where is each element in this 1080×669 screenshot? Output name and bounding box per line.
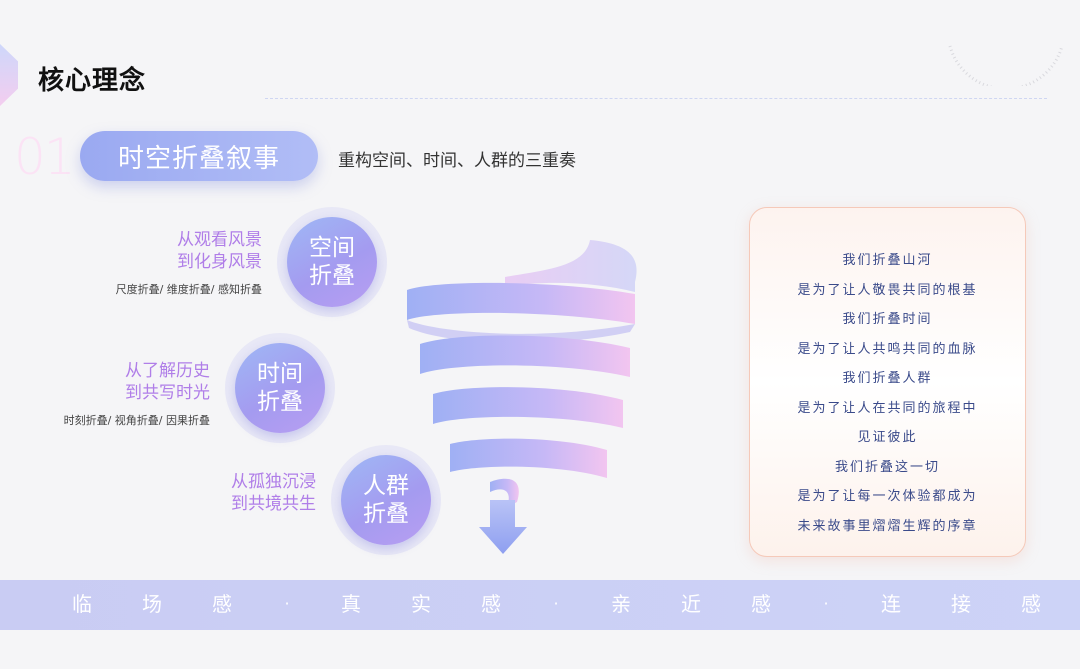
poem-lines: 我们折叠山河 是为了让人敬畏共同的根基 我们折叠时间 是为了让人共鸣共同的血脉 … bbox=[750, 246, 1025, 541]
fold-crowd-circle-line1: 人群 bbox=[363, 473, 409, 499]
section-title: 时空折叠叙事 bbox=[117, 143, 280, 174]
band-char: 近 bbox=[681, 592, 701, 616]
band-char: 亲 bbox=[611, 592, 631, 616]
fold-space-line1: 从观看风景 bbox=[177, 230, 262, 250]
spiral-ribbon-illustration bbox=[407, 240, 637, 554]
band-char: 连 bbox=[881, 592, 901, 616]
fold-crowd-circle-line2: 折叠 bbox=[363, 501, 409, 527]
fold-space-circle-line1: 空间 bbox=[309, 235, 355, 261]
title-divider bbox=[265, 98, 1047, 99]
fold-time-tags: 时刻折叠/ 视角折叠/ 因果折叠 bbox=[63, 414, 210, 427]
poem-line: 我们折叠这一切 bbox=[834, 459, 940, 475]
band-char: 场 bbox=[142, 592, 162, 616]
band-char: 感 bbox=[481, 592, 501, 616]
fold-space-tags: 尺度折叠/ 维度折叠/ 感知折叠 bbox=[115, 283, 262, 296]
fold-crowd-text: 从孤独沉浸 到共境共生 bbox=[231, 471, 316, 515]
poem-line: 未来故事里熠熠生辉的序章 bbox=[797, 518, 978, 534]
band-separator: · bbox=[553, 594, 559, 613]
band-char: 感 bbox=[212, 592, 232, 616]
fold-crowd-circle: 人群 折叠 bbox=[331, 445, 441, 555]
band-char: 感 bbox=[751, 592, 771, 616]
poem-line: 是为了让人共鸣共同的血脉 bbox=[797, 341, 978, 357]
poem-line: 是为了让人敬畏共同的根基 bbox=[797, 282, 978, 298]
band-char: 感 bbox=[1021, 592, 1041, 616]
band-char: 实 bbox=[411, 592, 431, 616]
poem-line: 是为了让人在共同的旅程中 bbox=[797, 400, 978, 416]
poem-line: 我们折叠山河 bbox=[842, 253, 933, 268]
poem-line: 我们折叠时间 bbox=[842, 312, 933, 327]
section-title-pill: 时空折叠叙事 bbox=[80, 131, 318, 181]
fold-time-line2: 到共写时光 bbox=[125, 383, 210, 403]
fold-space-circle: 空间 折叠 bbox=[277, 207, 387, 317]
band-char: 真 bbox=[341, 592, 361, 616]
fold-space-line2: 到化身风景 bbox=[177, 252, 262, 272]
section-number: 01 bbox=[14, 128, 76, 186]
fold-time-line1: 从了解历史 bbox=[125, 361, 210, 381]
fold-time-circle-line1: 时间 bbox=[257, 361, 303, 387]
poem-line: 我们折叠人群 bbox=[842, 371, 933, 386]
band-char: 临 bbox=[72, 592, 92, 616]
section-subtitle: 重构空间、时间、人群的三重奏 bbox=[338, 151, 576, 171]
bottom-keyword-band: 临 场 感 · 真 实 感 · 亲 近 感 · 连 接 感 bbox=[0, 580, 1080, 630]
fold-crowd-line1: 从孤独沉浸 bbox=[231, 472, 316, 492]
poem-line: 是为了让每一次体验都成为 bbox=[797, 489, 978, 504]
fold-time-circle: 时间 折叠 bbox=[225, 333, 335, 443]
fold-space-circle-line2: 折叠 bbox=[309, 263, 355, 289]
poem-line: 见证彼此 bbox=[857, 430, 918, 445]
page-title: 核心理念 bbox=[38, 66, 147, 96]
corner-decoration bbox=[0, 44, 18, 106]
dotted-arc-decoration bbox=[948, 45, 1064, 86]
poem-card: 我们折叠山河 是为了让人敬畏共同的根基 我们折叠时间 是为了让人共鸣共同的血脉 … bbox=[749, 207, 1026, 557]
band-separator: · bbox=[823, 594, 829, 613]
band-char: 接 bbox=[951, 592, 971, 616]
fold-time-text: 从了解历史 到共写时光 时刻折叠/ 视角折叠/ 因果折叠 bbox=[64, 360, 210, 428]
band-separator: · bbox=[284, 594, 290, 613]
fold-crowd-line2: 到共境共生 bbox=[231, 494, 316, 514]
fold-time-circle-line2: 折叠 bbox=[257, 389, 303, 415]
fold-space-text: 从观看风景 到化身风景 尺度折叠/ 维度折叠/ 感知折叠 bbox=[116, 229, 262, 297]
